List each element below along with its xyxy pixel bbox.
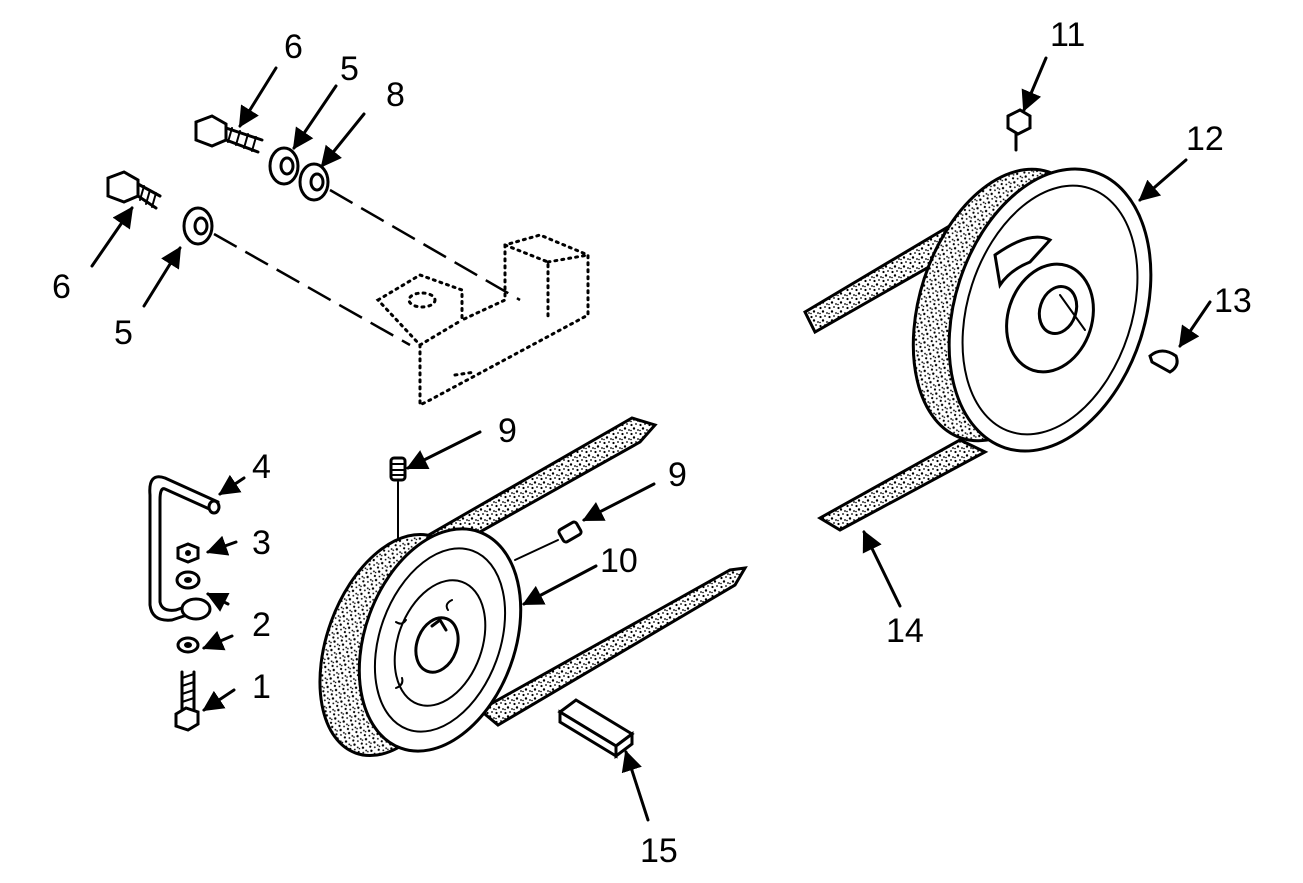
callout-3: 3 <box>252 524 271 562</box>
callout-1: 1 <box>252 668 271 706</box>
callout-14: 14 <box>886 612 924 650</box>
callout-13: 13 <box>1214 282 1252 320</box>
cap-screw-1 <box>174 670 200 732</box>
setscrew-11 <box>1006 108 1032 152</box>
bolt-centerline-upper <box>329 188 521 302</box>
callout-4: 4 <box>252 448 271 486</box>
callout-2: 2 <box>252 606 271 644</box>
driven-pulley-12 <box>911 167 1153 453</box>
washer-5-lower <box>182 206 214 246</box>
bolt-centerline-lower <box>213 232 411 347</box>
j-hook-4 <box>148 475 221 622</box>
square-key-15 <box>557 698 635 759</box>
drive-pulley-10 <box>318 527 523 758</box>
callout-9-lower: 9 <box>668 456 687 494</box>
lock-washer-2-lower <box>176 636 200 654</box>
mounting-bracket <box>375 233 590 408</box>
washer-8 <box>298 162 330 202</box>
callout-8: 8 <box>386 76 405 114</box>
nut-3 <box>176 542 200 564</box>
callout-6-lower: 6 <box>52 268 71 306</box>
callout-11: 11 <box>1050 16 1085 54</box>
setscrew-9-upper <box>389 456 407 541</box>
woodruff-key-13 <box>1148 349 1179 374</box>
loop-eye <box>180 597 212 621</box>
callout-5-upper: 5 <box>340 50 359 88</box>
callout-9-upper: 9 <box>498 412 517 450</box>
callout-12: 12 <box>1186 120 1224 158</box>
callout-6-upper: 6 <box>284 28 303 66</box>
callout-15: 15 <box>640 832 678 870</box>
bolt-6-lower <box>106 170 162 210</box>
callout-labels: 6 5 8 6 5 4 3 2 1 9 9 10 11 12 13 14 15 <box>52 16 1252 870</box>
callout-5-lower: 5 <box>114 314 133 352</box>
bolt-6-upper <box>194 114 264 154</box>
washer-5-upper <box>268 146 300 186</box>
lock-washer-2-upper <box>175 570 201 590</box>
callout-10: 10 <box>600 542 638 580</box>
leader-lines <box>90 56 1212 822</box>
setscrew-9-lower <box>514 520 583 561</box>
